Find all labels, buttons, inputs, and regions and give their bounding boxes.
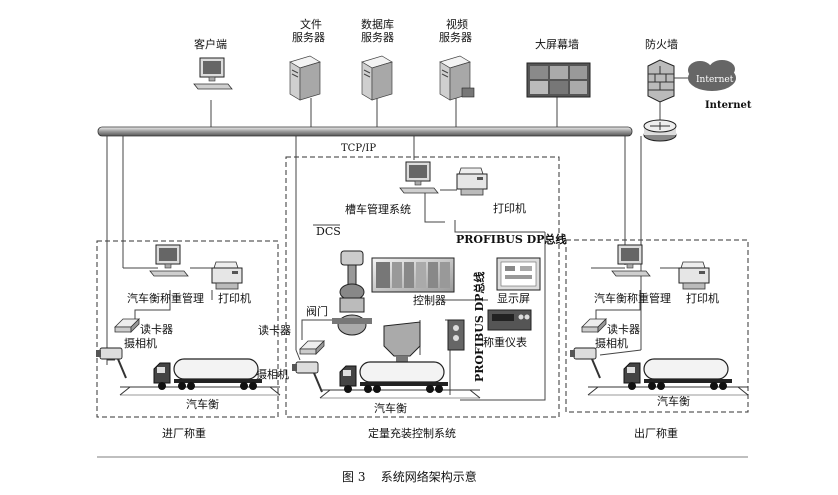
valve-icon [332, 250, 372, 336]
internet-label: Internet [705, 100, 752, 111]
right-mgmt-label: 汽车衡称重管理 [594, 291, 671, 305]
network-connection-lines [106, 95, 685, 401]
dcs-label: DCS [316, 225, 341, 238]
valve-label: 阀门 [306, 304, 328, 318]
right-weighing-computer-icon [611, 244, 651, 277]
inbound-section-frame [96, 240, 279, 418]
video-server-label-2: 服务器 [439, 31, 472, 44]
center-camera-label: 摄相机 [256, 367, 289, 381]
profibus-label: PROFIBUS DP总线 [456, 232, 566, 246]
left-scale-label: 汽车衡 [186, 397, 219, 411]
tank-mgmt-label: 槽车管理系统 [345, 202, 411, 216]
left-section-label: 进厂称重 [162, 426, 206, 440]
tcp-ip-bus [97, 126, 633, 137]
router-icon [643, 119, 677, 142]
left-card-reader-icon [114, 318, 140, 333]
database-server-icon [361, 55, 393, 101]
client-label: 客户端 [194, 37, 227, 51]
profibus-vertical-label: PROFIBUS DP总线 [472, 272, 486, 382]
center-card-reader-label: 读卡器 [258, 323, 291, 337]
display-screen-icon [496, 257, 541, 291]
video-camera-badge-icon [461, 87, 475, 98]
video-server-label-1: 视频 [446, 17, 468, 31]
db-server-label-2: 服务器 [361, 31, 394, 44]
internet-cloud-icon: Internet [688, 60, 736, 91]
indicator-panel-icon [447, 319, 465, 351]
center-scale-platform [319, 389, 481, 399]
controller-label: 控制器 [413, 293, 446, 307]
center-printer-label: 打印机 [493, 201, 526, 215]
center-camera-icon [291, 361, 323, 393]
left-printer-label: 打印机 [218, 291, 251, 305]
internet-cloud-label: Internet [696, 75, 734, 85]
center-truck-icon [339, 361, 449, 394]
center-section-label: 定量充装控制系统 [368, 426, 456, 440]
right-printer-icon [678, 261, 710, 290]
tank-management-computer-icon [399, 161, 439, 194]
filling-section-frame [285, 156, 560, 418]
left-camera-icon [95, 347, 127, 379]
display-label: 显示屏 [497, 292, 530, 305]
right-scale-label: 汽车衡 [657, 394, 690, 408]
big-screen-label: 大屏幕墙 [535, 37, 579, 51]
right-camera-label: 摄相机 [595, 336, 628, 350]
right-camera-icon [569, 347, 601, 379]
left-card-reader-label: 读卡器 [140, 322, 173, 336]
center-card-reader-icon [299, 340, 325, 355]
file-server-label-2: 服务器 [292, 31, 325, 44]
right-printer-label: 打印机 [686, 291, 719, 305]
client-computer-icon [193, 57, 233, 90]
right-card-reader-label: 读卡器 [607, 322, 640, 336]
left-weighing-computer-icon [149, 244, 189, 277]
left-camera-label: 摄相机 [124, 336, 157, 350]
controller-icon [371, 257, 455, 293]
left-truck-icon [153, 358, 263, 391]
right-card-reader-icon [581, 318, 607, 333]
db-server-label-1: 数据库 [361, 17, 394, 31]
figure-caption: 图 3 系统网络架构示意 [342, 469, 477, 484]
firewall-icon [647, 59, 675, 103]
weigh-meter-label: 称重仪表 [483, 335, 527, 349]
center-scale-label: 汽车衡 [374, 401, 407, 415]
firewall-label: 防火墙 [645, 37, 678, 51]
file-server-label-1: 文件 [300, 17, 322, 31]
big-screen-wall-icon [526, 62, 591, 98]
weighing-meter-icon [487, 309, 532, 331]
filling-hopper-icon [383, 321, 421, 364]
outbound-section-frame [565, 239, 749, 413]
left-mgmt-label: 汽车衡称重管理 [127, 291, 204, 305]
right-section-label: 出厂称重 [634, 426, 678, 440]
right-truck-icon [623, 358, 733, 391]
center-printer-icon [456, 167, 488, 196]
file-server-icon [289, 55, 321, 101]
tcp-ip-label: TCP/IP [341, 143, 376, 154]
left-printer-icon [211, 261, 243, 290]
